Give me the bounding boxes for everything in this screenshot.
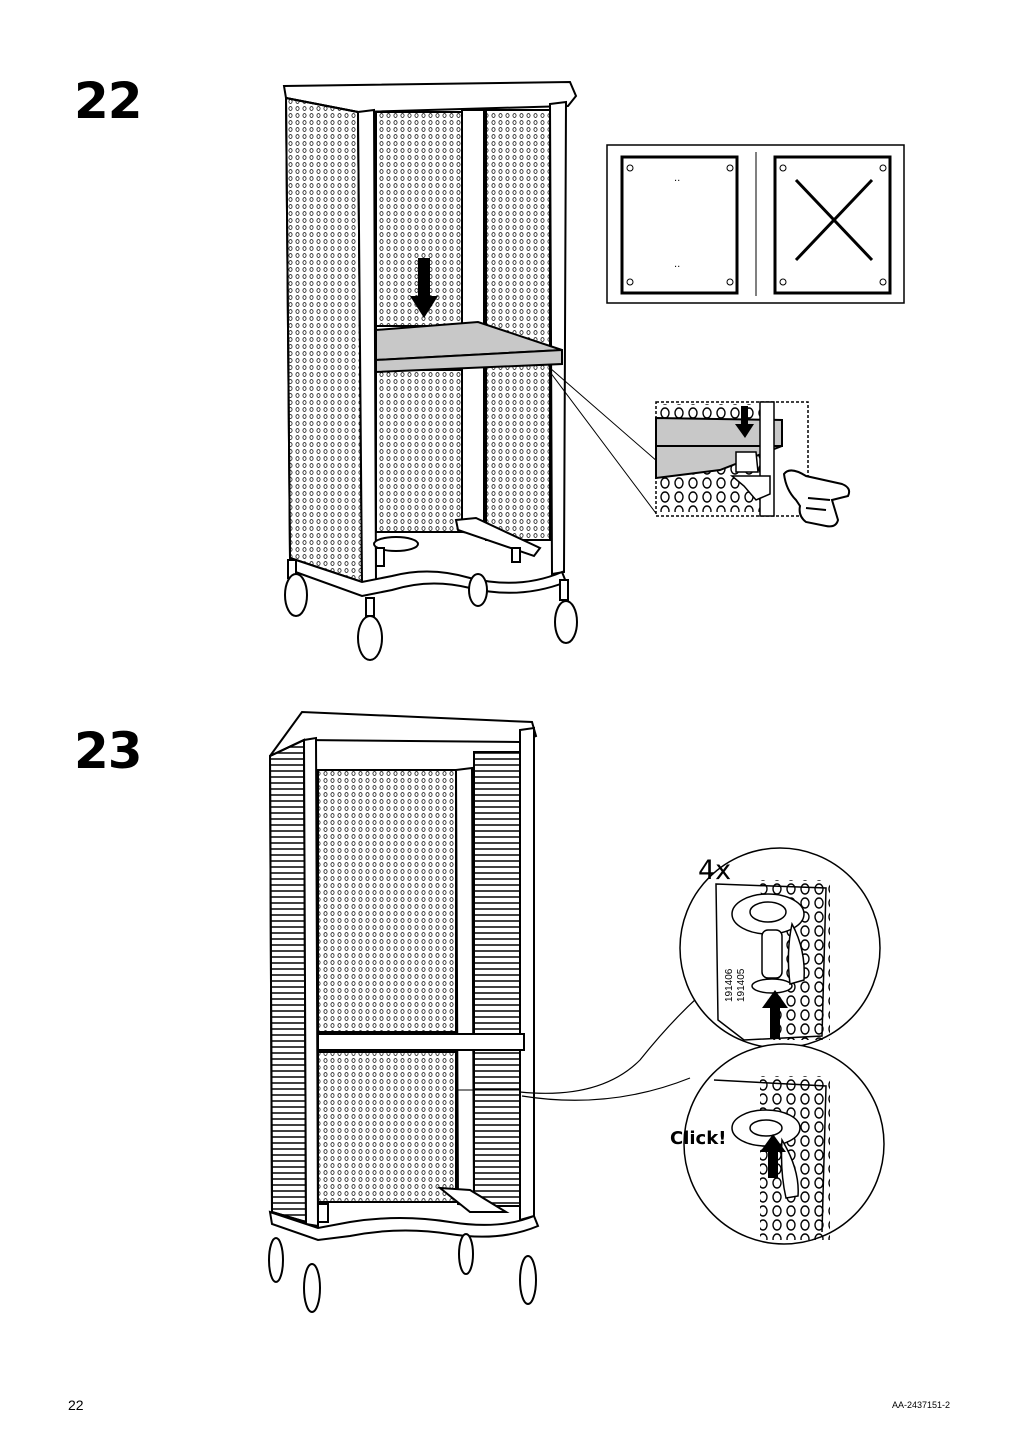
cabinet-step-23 [268, 710, 540, 1313]
arrow-up-icon [760, 1134, 786, 1178]
click-label: Click! [670, 1128, 727, 1149]
step-23-number: 23 [74, 722, 143, 780]
document-id: AA-2437151-2 [891, 1400, 950, 1410]
step-22-number: 22 [74, 72, 143, 130]
hand-pointer-icon [782, 469, 851, 528]
cabinet-step-22 [282, 80, 578, 661]
article-numbers: 191406 191405 [724, 969, 748, 1002]
cross-icon [794, 178, 874, 262]
pin-insertion-detail [519, 847, 885, 1245]
shelf-pin-detail [549, 367, 851, 528]
svg-text:··: ·· [674, 262, 680, 273]
article-number: 191405 [736, 968, 747, 1002]
page-number: 22 [68, 1397, 84, 1413]
quantity-label: 4x [698, 855, 732, 886]
svg-text:··: ·· [674, 176, 680, 187]
arrow-down-icon [410, 258, 438, 318]
shelf-orientation-panel: ·· ·· [606, 144, 905, 304]
article-number: 191406 [724, 968, 735, 1002]
arrow-down-icon [735, 406, 754, 438]
arrow-up-icon [762, 990, 788, 1038]
